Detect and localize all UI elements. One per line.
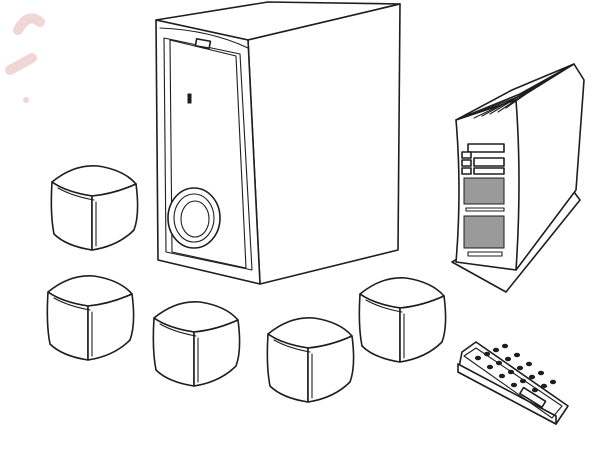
remote-button-icon xyxy=(519,378,527,384)
front-panel-strip-icon xyxy=(473,157,505,167)
remote-button-icon xyxy=(501,343,509,349)
remote-button-icon xyxy=(525,361,533,367)
amplifier-unit xyxy=(451,63,585,293)
remote-button-icon xyxy=(540,383,548,389)
display-window-icon xyxy=(467,143,505,153)
remote-keypad xyxy=(474,343,557,397)
remote-button-icon xyxy=(486,364,494,370)
front-button-icon xyxy=(461,159,472,167)
remote-control xyxy=(457,341,569,425)
remote-button-icon xyxy=(513,352,521,358)
front-panel-slot-icon xyxy=(465,207,505,212)
remote-wide-button-icon xyxy=(519,386,547,409)
logo-badge-icon xyxy=(194,38,212,49)
front-panel-slot-icon xyxy=(467,251,503,257)
remote-button-icon xyxy=(531,387,539,393)
power-led-icon xyxy=(187,93,192,104)
remote-button-icon xyxy=(507,369,515,375)
remote-button-icon xyxy=(474,355,482,361)
front-panel-strip-icon xyxy=(473,167,505,175)
remote-button-icon xyxy=(495,360,503,366)
remote-button-icon xyxy=(549,379,557,385)
remote-button-icon xyxy=(498,373,506,379)
remote-button-icon xyxy=(528,374,536,380)
vent-grille-icon xyxy=(467,79,547,119)
front-button-icon xyxy=(461,167,472,175)
remote-button-icon xyxy=(516,365,524,371)
remote-button-icon xyxy=(537,370,545,376)
satellite-speakers xyxy=(46,165,447,403)
bass-port-icon xyxy=(167,187,221,249)
remote-button-icon xyxy=(510,382,518,388)
satellite-speaker-cube xyxy=(266,317,355,403)
remote-button-icon xyxy=(492,347,500,353)
satellite-speaker-cube xyxy=(46,275,135,361)
satellite-speaker-cube xyxy=(50,165,139,251)
subwoofer xyxy=(155,1,401,285)
front-button-icon xyxy=(461,151,472,159)
remote-button-icon xyxy=(504,356,512,362)
front-panel-shaded-icon xyxy=(463,177,505,205)
front-panel-shaded-icon xyxy=(463,215,505,249)
remote-button-icon xyxy=(483,351,491,357)
watermark xyxy=(5,13,45,103)
satellite-speaker-cube xyxy=(152,301,241,387)
satellite-speaker-cube xyxy=(358,277,447,363)
